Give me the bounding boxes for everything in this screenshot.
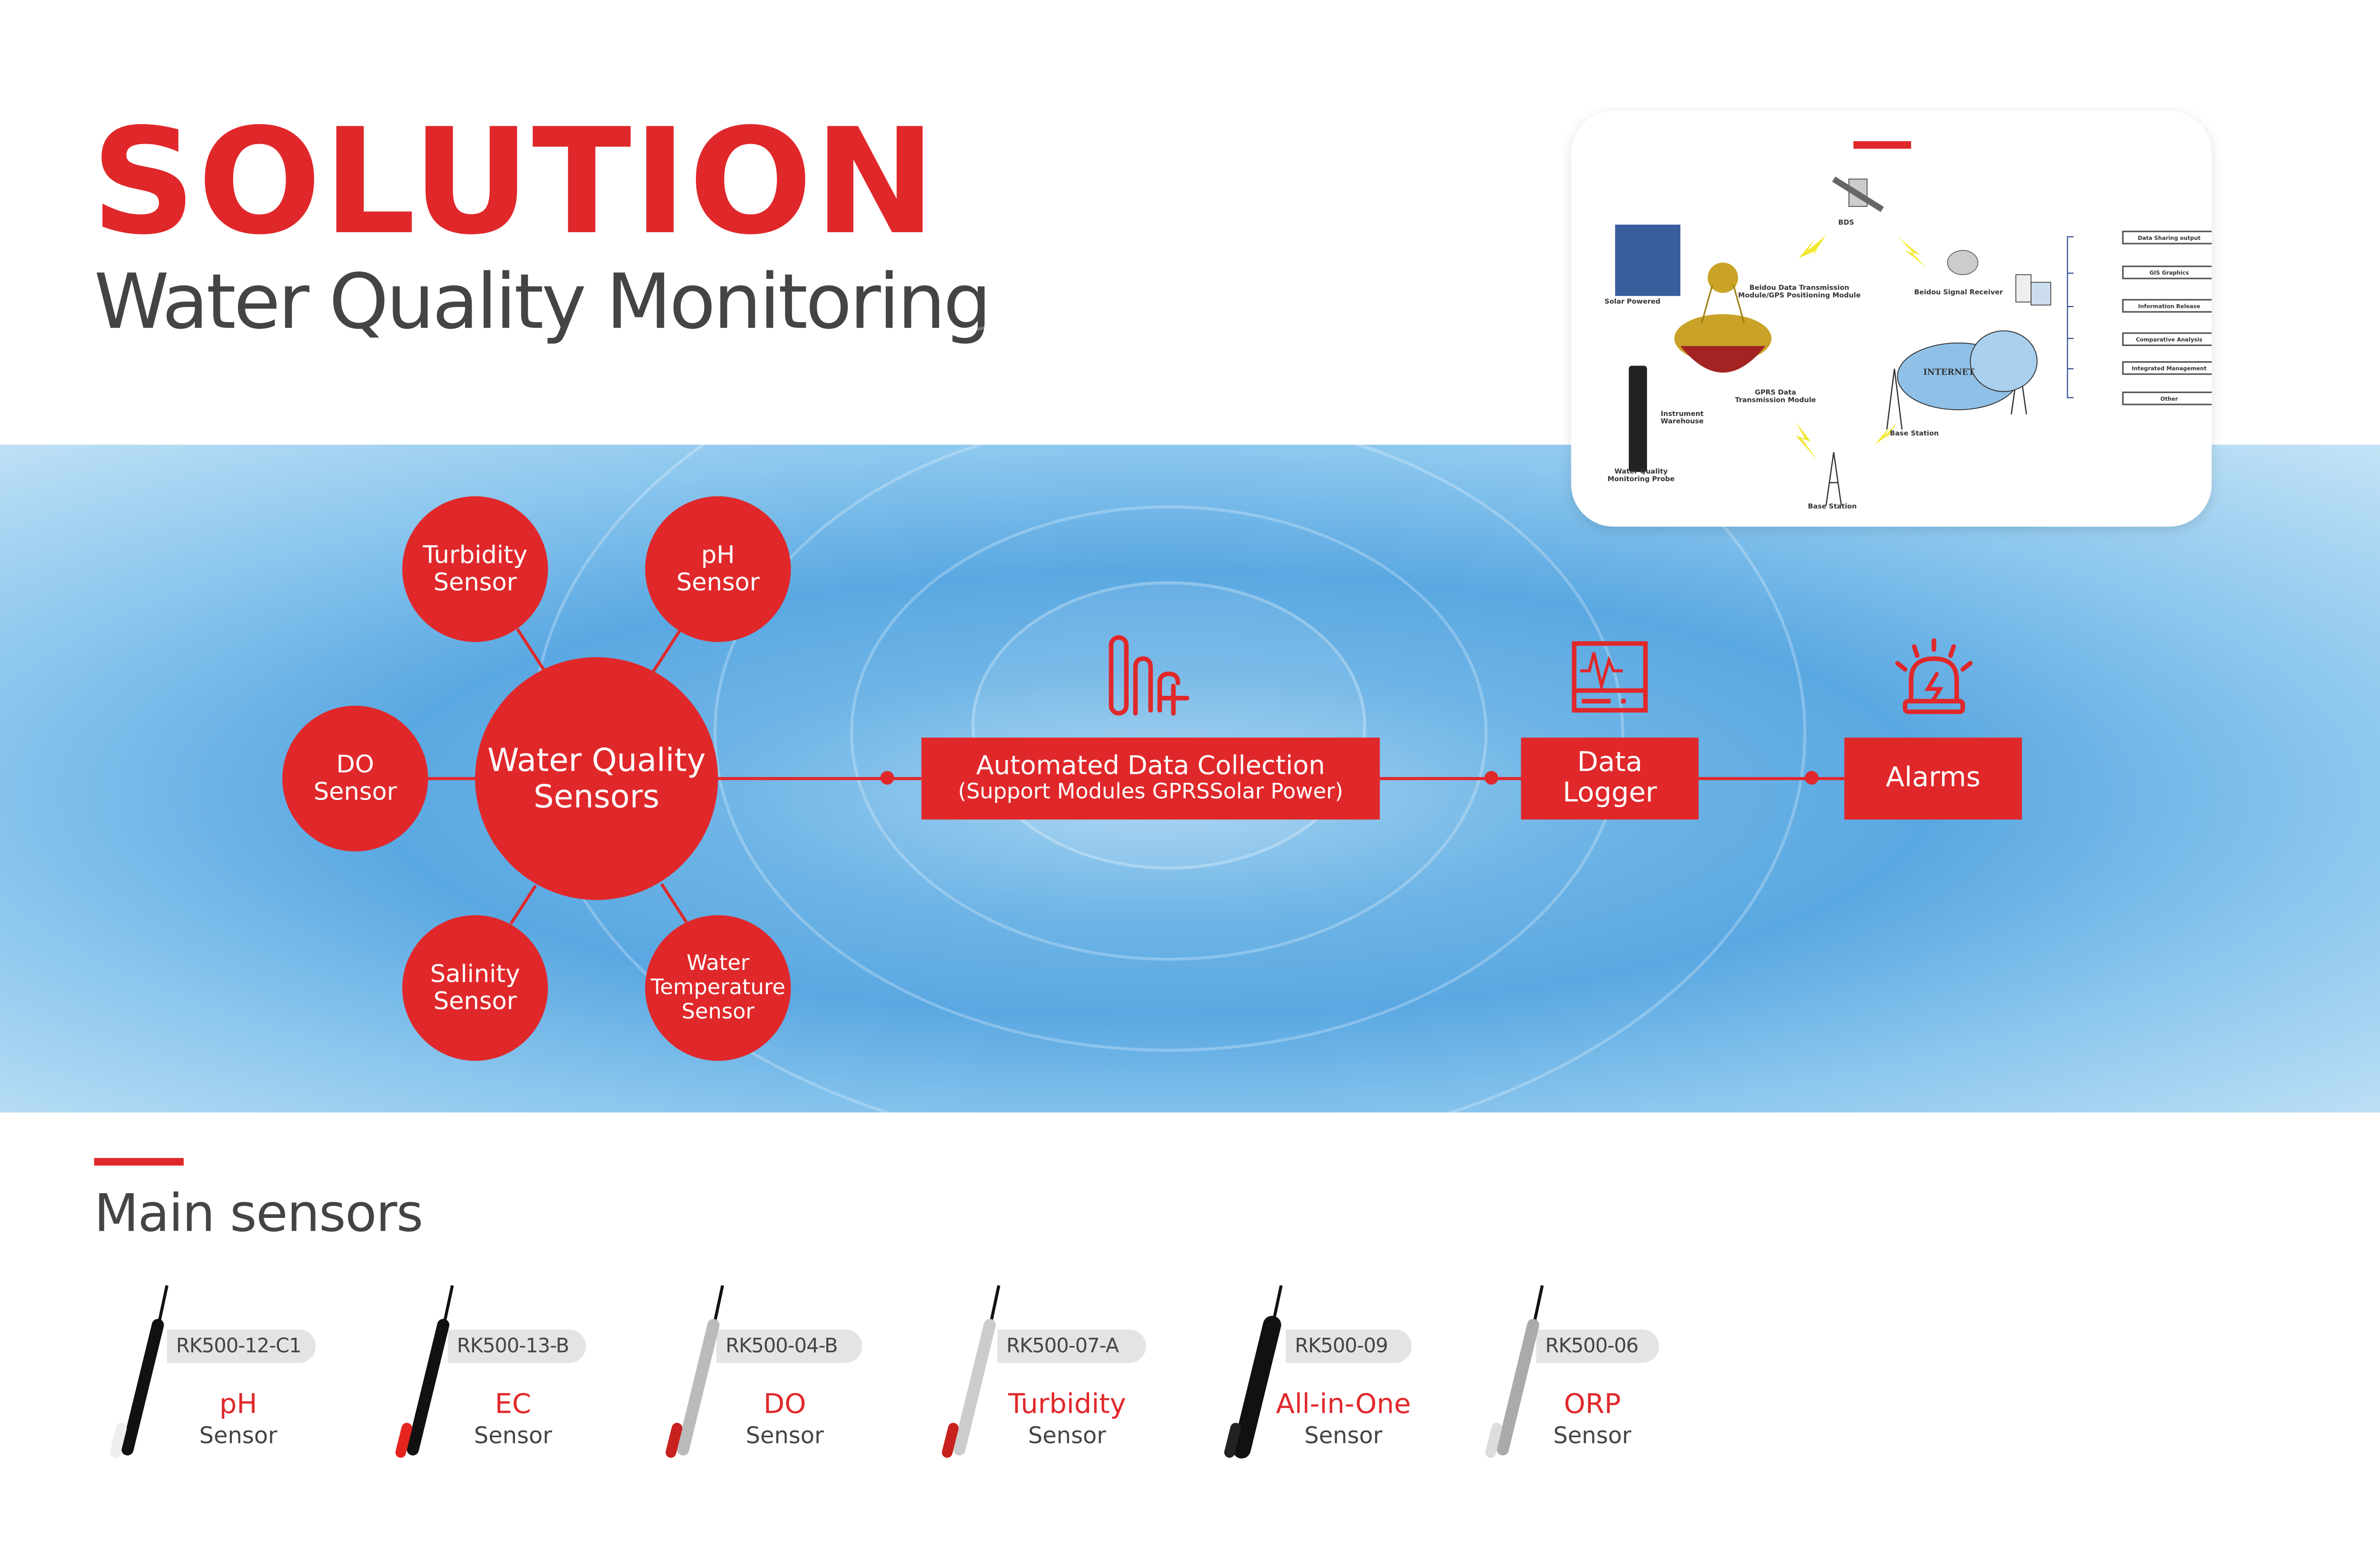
label-base-station-2: Base Station <box>1808 504 1857 512</box>
label-warehouse: Instrument <box>1660 411 1704 419</box>
label-gprs: GPRS Data <box>1755 390 1796 398</box>
model-pill: RK500-06 <box>1536 1329 1659 1363</box>
sensor-probe-image <box>1224 1285 1283 1459</box>
sensor-probe-icon <box>1109 635 1190 716</box>
probe-icon <box>1628 366 1647 472</box>
label-base-station: Base Station <box>1890 431 1939 439</box>
sensor-type: Sensor <box>1553 1422 1632 1450</box>
sensor-card[interactable]: RK500-13-B EC Sensor <box>0 1283 586 1465</box>
page-title: SOLUTION <box>91 97 938 267</box>
sensor-name: DO <box>764 1388 806 1421</box>
label-internet: INTERNET <box>1923 368 1975 378</box>
sensor-type: Sensor <box>1028 1422 1106 1450</box>
tower-icon <box>1825 361 2027 506</box>
model-pill: RK500-13-B <box>447 1329 586 1363</box>
sensor-card[interactable]: RK500-04-B DO Sensor <box>0 1283 863 1465</box>
label-gps-module: Module/GPS Positioning Module <box>1738 293 1861 301</box>
label-probe-2: Monitoring Probe <box>1607 476 1675 484</box>
alarm-siren-icon <box>1895 638 1973 714</box>
label-beidou-module: Beidou Data Transmission <box>1749 285 1850 293</box>
sensor-name: ORP <box>1564 1388 1621 1421</box>
diagram-graphics <box>1615 176 2074 506</box>
model-pill: RK500-09 <box>1286 1329 1412 1363</box>
main-sensors-title: Main sensors <box>94 1184 424 1245</box>
section-accent-bar <box>94 1158 184 1166</box>
sensor-card[interactable]: RK500-07-A Turbidity Sensor <box>0 1283 1146 1465</box>
sensor-card[interactable]: RK500-12-C1 pH Sensor <box>0 1283 316 1465</box>
sensor-probe-image <box>665 1285 724 1458</box>
sensor-name: pH <box>219 1388 258 1421</box>
automated-data-collection-box: Automated Data Collection(Support Module… <box>921 737 1380 820</box>
buoy-icon <box>1674 262 1772 373</box>
sensor-probe-image <box>395 1285 454 1458</box>
output-box: Integrated Management <box>2122 361 2212 375</box>
sensor-probe-image <box>110 1285 169 1458</box>
sensor-name: All-in-One <box>1276 1388 1411 1421</box>
sensor-type: Sensor <box>1304 1422 1383 1450</box>
cloud-icon <box>1897 330 2038 410</box>
satellite-icon <box>1832 176 1884 212</box>
output-box: Comparative Analysis <box>2122 332 2212 346</box>
sensor-card[interactable]: RK500-06 ORP Sensor <box>0 1283 1659 1465</box>
sensor-name: Turbidity <box>1008 1388 1126 1421</box>
sensor-probe-image <box>942 1285 1001 1458</box>
sensor-probe-image <box>1485 1285 1544 1458</box>
system-diagram-card: BDS Solar Powered Beidou Data Transmissi… <box>1571 110 2212 527</box>
label-probe: Water Quality <box>1614 469 1668 477</box>
monitor-pulse-icon <box>1572 641 1648 713</box>
output-box: Information Release <box>2122 299 2212 313</box>
computer-icon <box>2015 274 2052 306</box>
sensor-card[interactable]: RK500-09 All-in-One Sensor <box>0 1283 1412 1465</box>
model-pill: RK500-07-A <box>997 1329 1146 1363</box>
model-pill: RK500-12-C1 <box>167 1329 316 1363</box>
sensor-type: Sensor <box>199 1422 278 1450</box>
lightning-icon <box>1795 235 1926 460</box>
sensor-name: EC <box>495 1388 532 1421</box>
solar-panel-icon <box>1615 224 1681 296</box>
page-subtitle: Water Quality Monitoring <box>94 258 992 346</box>
output-box: GIS Graphics <box>2122 266 2212 279</box>
alarms-box: Alarms <box>1844 737 2022 820</box>
sensor-type: Sensor <box>474 1422 552 1450</box>
output-box: Data Sharing output <box>2122 230 2212 245</box>
sensor-type: Sensor <box>745 1422 824 1450</box>
accent-bar <box>1853 141 1911 149</box>
label-receiver: Beidou Signal Receiver <box>1914 290 2003 298</box>
label-gprs-2: Transmission Module <box>1735 397 1816 405</box>
label-warehouse-2: Warehouse <box>1660 418 1704 426</box>
output-box: Other <box>2122 391 2212 405</box>
model-pill: RK500-04-B <box>716 1329 863 1363</box>
dish-icon <box>1947 250 1979 276</box>
label-bds: BDS <box>1838 220 1854 228</box>
label-solar: Solar Powered <box>1604 299 1661 307</box>
